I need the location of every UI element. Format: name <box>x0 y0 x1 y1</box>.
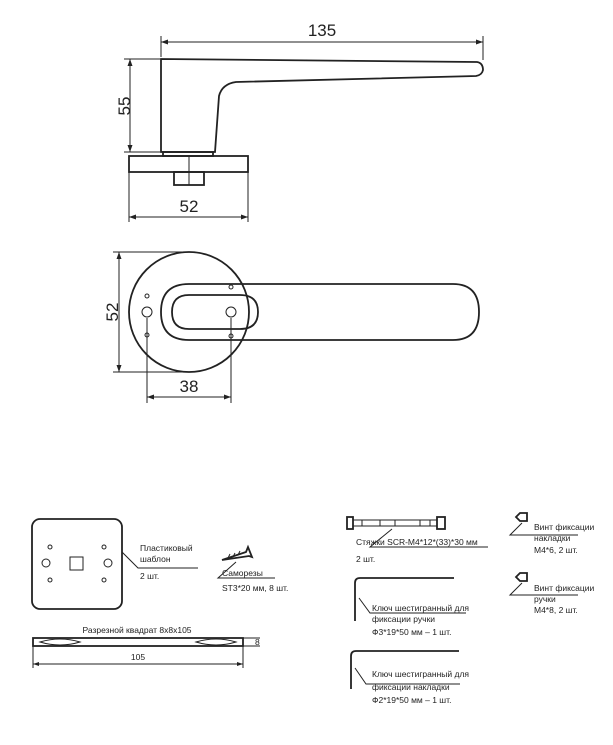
side-view: 135 55 52 <box>115 21 484 222</box>
screw-rose-line2: накладки <box>534 533 571 543</box>
screw-hole <box>228 284 234 290</box>
template-hole <box>101 544 107 550</box>
hex-key-rose-line1: Ключ шестигранный для <box>372 669 469 679</box>
tie-head-left <box>346 516 354 530</box>
screws-spec: ST3*20 мм, 8 шт. <box>222 583 288 593</box>
handle-side-profile <box>160 58 484 153</box>
template-hole <box>103 558 113 568</box>
template-hole <box>47 544 53 550</box>
screw-handle-spec: М4*8, 2 шт. <box>534 605 578 615</box>
front-view: 52 38 <box>103 251 480 403</box>
spindle-dim-length: 105 <box>131 652 145 662</box>
hex-key-rose-line2: фиксации накладки <box>372 682 450 692</box>
kit-contents: Пластиковый шаблон 2 шт. Саморезы ST3*20… <box>31 512 595 705</box>
screws-label: Саморезы <box>222 568 263 578</box>
template-hole <box>41 558 51 568</box>
hex-key-handle-spec: Ф3*19*50 мм – 1 шт. <box>372 627 451 637</box>
template-label-1: Пластиковый <box>140 543 193 553</box>
dim-label-55: 55 <box>115 97 134 116</box>
handle-inner-slot <box>171 294 259 330</box>
hex-key-handle-line2: фиксации ручки <box>372 614 435 624</box>
template-plate <box>31 518 123 610</box>
ties-label: Стяжки SCR-M4*12*(33)*30 мм <box>356 537 478 547</box>
mounting-hole-right <box>225 306 237 318</box>
dim-label-38: 38 <box>180 377 199 396</box>
dim-label-52-side: 52 <box>180 197 199 216</box>
split-spindle: Разрезной квадрат 8х8х105 8 105 <box>32 625 260 668</box>
screw-handle-line1: Винт фиксации <box>534 583 595 593</box>
spindle-split-right <box>194 638 238 646</box>
set-screw-handle: Винт фиксации ручки М4*8, 2 шт. <box>508 572 595 615</box>
template-hole <box>47 577 53 583</box>
dim-label-52-front: 52 <box>103 303 122 322</box>
connecting-ties: Стяжки SCR-M4*12*(33)*30 мм 2 шт. <box>346 516 488 564</box>
dim-label-135: 135 <box>308 21 336 40</box>
ties-qty: 2 шт. <box>356 554 375 564</box>
hex-key-handle: Ключ шестигранный для фиксации ручки Ф3*… <box>354 577 469 637</box>
mounting-hole-left <box>141 306 153 318</box>
tie-head-right <box>436 516 446 530</box>
screw-rose-line1: Винт фиксации <box>534 522 595 532</box>
screw-handle-line2: ручки <box>534 594 556 604</box>
screw-icon <box>221 544 254 561</box>
set-screw-rose: Винт фиксации накладки М4*6, 2 шт. <box>508 512 595 555</box>
hex-key-rose: Ключ шестигранный для фиксации накладки … <box>350 650 469 705</box>
spindle-label: Разрезной квадрат 8х8х105 <box>82 625 191 635</box>
plastic-template: Пластиковый шаблон 2 шт. <box>31 518 198 610</box>
screw-rose-spec: М4*6, 2 шт. <box>534 545 578 555</box>
set-screw-icon <box>514 512 528 522</box>
wood-screw: Саморезы ST3*20 мм, 8 шт. <box>216 544 288 593</box>
hex-key-rose-spec: Ф2*19*50 мм – 1 шт. <box>372 695 451 705</box>
handle-front-outline <box>160 283 480 341</box>
template-label-2: шаблон <box>140 554 171 564</box>
template-qty: 2 шт. <box>140 571 159 581</box>
hex-key-handle-line1: Ключ шестигранный для <box>372 603 469 613</box>
template-square-hole <box>69 556 84 571</box>
screw-hole <box>144 293 150 299</box>
set-screw-icon <box>514 572 528 582</box>
spindle-bar <box>32 637 244 647</box>
template-hole <box>101 577 107 583</box>
spindle-split-left <box>38 638 82 646</box>
hex-key-large-icon <box>354 577 454 621</box>
hex-key-small-icon <box>350 650 459 689</box>
spindle-dim-height: 8 <box>255 637 260 647</box>
